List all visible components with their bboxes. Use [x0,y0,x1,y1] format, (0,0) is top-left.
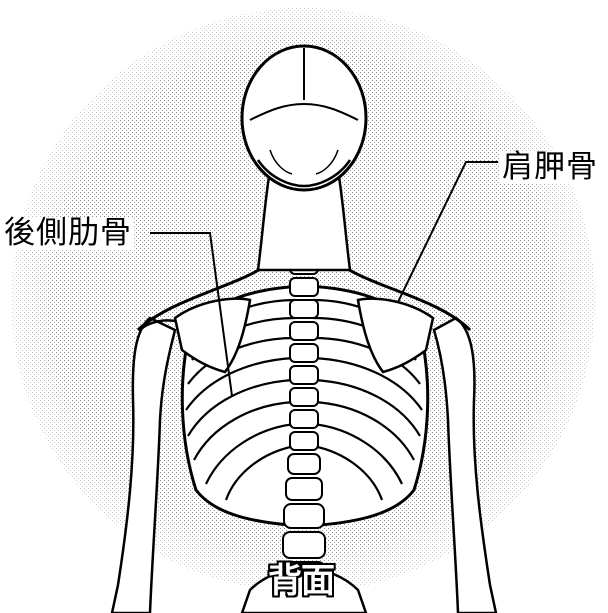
skull [242,46,366,190]
posterior-rib-label: 後側肋骨 [2,218,134,249]
view-label: 背面 [268,564,334,598]
scapula-label: 肩胛骨 [500,152,600,183]
